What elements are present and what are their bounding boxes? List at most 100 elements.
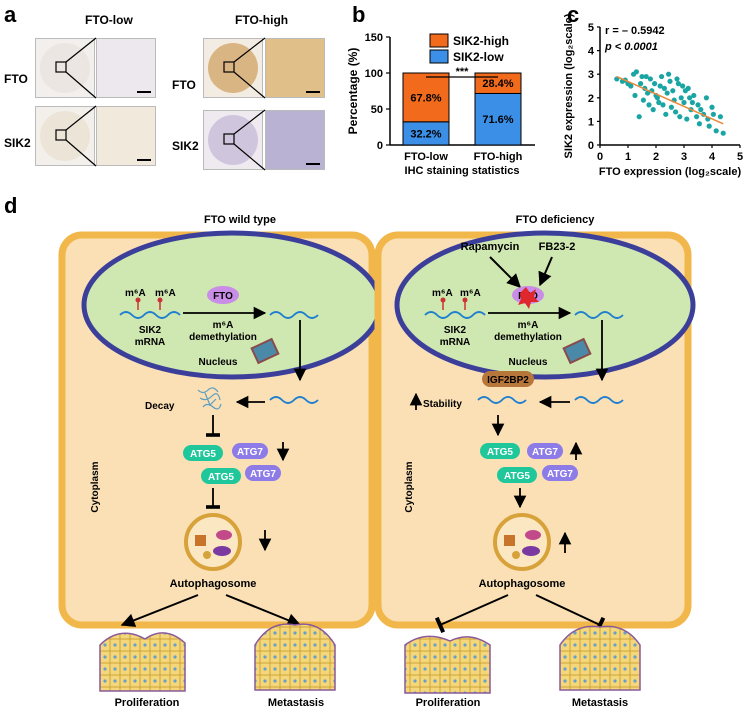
cell-wild-type: m⁶A m⁶A SIK2 mRNA FTO m⁶A demethylation … [58,230,383,629]
scatter-point [657,83,663,89]
sik2-label: SIK2 [139,325,162,336]
mrna-methylated [424,311,486,319]
scatter-point [695,102,701,108]
atg5-label: ATG5 [504,471,530,482]
scatter-point [667,78,673,84]
y-axis-label: Percentage (%) [346,48,360,135]
y-axis-label: SIK2 expression (log₂scale) [563,13,575,158]
bar-label-sik2-low: 71.6% [482,114,513,126]
ihc-core-fto-low [35,38,95,98]
fb23-2-label: FB23-2 [539,241,576,253]
atg7-protein [542,465,578,481]
scale-bar [137,91,151,93]
atg5-protein [480,443,520,459]
y-tick-label: 50 [371,104,383,116]
mrna-demethylated [574,311,624,319]
scatter-point [652,81,658,87]
bar-sik2-high [402,72,450,123]
m6a-label: m⁶A [155,288,176,299]
nuclear-pore [250,337,280,365]
decay-fragments-icon [197,387,222,410]
x-tick-label: 1 [625,151,631,163]
x-tick-label: 5 [737,151,743,163]
m6a-label: m⁶A [460,288,481,299]
atg5-protein [497,467,537,483]
scatter-point [654,95,660,101]
scatter-point [664,90,670,96]
atg5-protein [183,445,223,461]
scatter-point [706,123,712,129]
zoom-callout-lines [55,37,266,171]
scatter-point [646,102,652,108]
scatter-point [691,92,697,99]
scatter-point [703,95,709,101]
scatter-point [632,92,638,99]
scatter-point [661,85,667,91]
atg5-protein [201,468,241,484]
cytoplasm-label: Cytoplasm [404,461,415,512]
bar-label-sik2-high: 28.4% [482,78,513,90]
mrna-cytoplasm [574,396,624,404]
scatter-point [656,99,662,106]
metastasis-label-left: Metastasis [268,697,324,709]
atg5-label: ATG5 [190,449,216,460]
regression-line [616,75,724,125]
scatter-point [685,85,691,91]
scatter-point [660,102,666,108]
scale-bar [306,91,320,93]
fto-label: FTO [213,291,233,302]
scatter-point [713,128,719,134]
scatter-point [666,71,672,77]
mrna-stabilized [477,396,527,404]
x-axis-label: FTO expression (log₂scale) [599,166,742,178]
scatter-point [717,114,723,120]
y-tick-label: 1 [588,116,594,128]
inhibition-burst-icon [518,287,539,309]
mrna-methylated [119,311,181,319]
demethylation-label-1: m⁶A [213,320,234,331]
cytoplasm-label: Cytoplasm [90,461,101,512]
autophagosome-label: Autophagosome [479,578,566,590]
y-tick-label: 0 [588,140,594,152]
x-tick-label: 2 [653,151,659,163]
tissue-proliferation-right [404,635,491,694]
m6a-label: m⁶A [432,288,453,299]
fto-low-column-label: FTO-low [85,13,133,27]
tissue-proliferation-left [99,632,186,692]
scatter-point [694,114,700,120]
mrna-cytoplasm [269,396,319,404]
autophagosome-label: Autophagosome [170,578,257,590]
scatter-point [638,81,644,87]
nuclear-pore [562,337,592,365]
mrna-demethylated [269,311,319,319]
nucleus-right [394,230,696,380]
title-wild-type: FTO wild type [204,214,276,226]
atg7-protein [232,443,268,459]
scale-bar [306,163,320,165]
demethylation-label-1: m⁶A [518,320,539,331]
scatter-point [633,69,639,75]
atg7-label: ATG7 [250,469,276,480]
y-tick-label: 150 [365,32,383,44]
x-tick-label: FTO-low [404,151,448,163]
legend-swatch-sik2-high [429,33,449,48]
scatter-point [639,73,645,80]
y-tick-label: 3 [588,69,594,81]
scatter-point [687,95,693,101]
scatter-point [659,73,665,80]
proliferation-label-left: Proliferation [115,697,180,709]
m6a-label: m⁶A [125,288,146,299]
bar-sik2-high [474,72,522,94]
atg7-protein [245,465,281,481]
scatter-point [680,83,686,89]
rapamycin-label: Rapamycin [461,241,520,253]
scatter-point [689,99,695,106]
atg5-label: ATG5 [487,447,513,458]
y-tick-label: 5 [588,22,594,34]
fto-high-column-label: FTO-high [235,13,289,27]
y-tick-label: 2 [588,93,594,105]
scatter-point [663,111,669,117]
bar-label-sik2-low: 32.2% [410,128,441,140]
x-tick-label: FTO-high [474,151,523,163]
